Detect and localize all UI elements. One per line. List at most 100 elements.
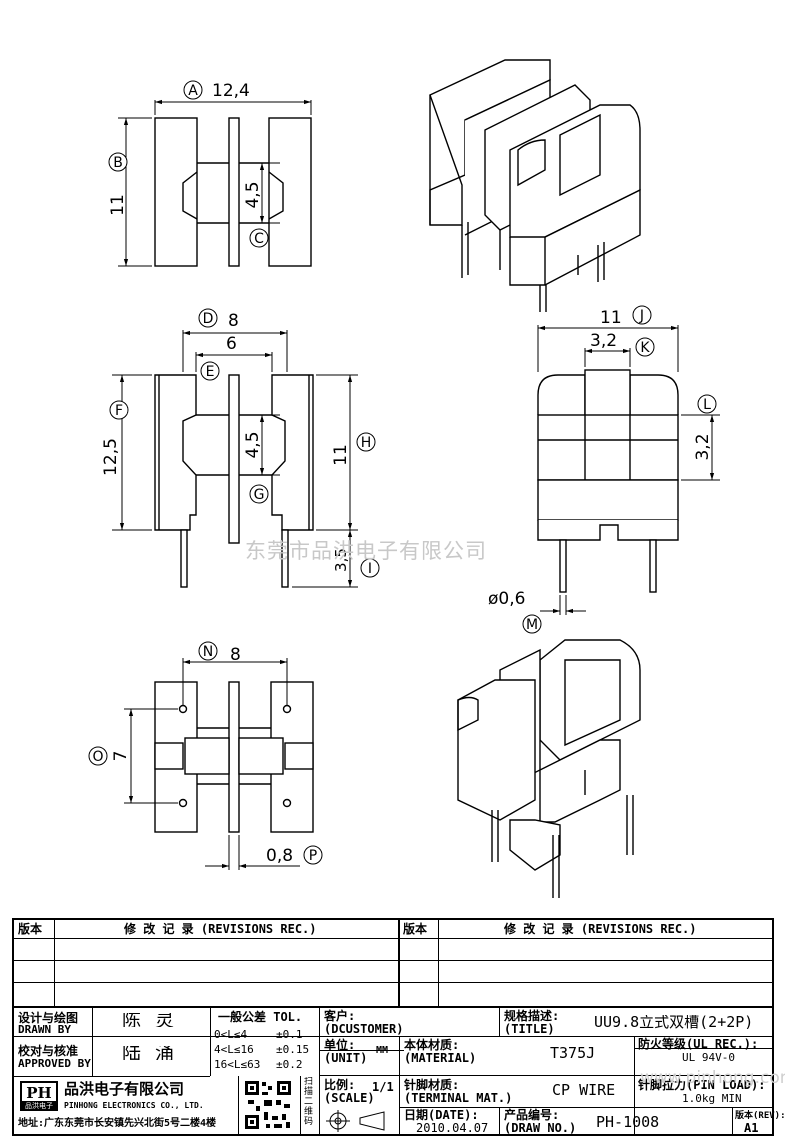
tol-value-2: ±0.15: [276, 1043, 310, 1056]
dim-h-value: 11: [331, 444, 351, 466]
dim-b: B 11: [108, 152, 128, 216]
unit-label-en: (UNIT): [324, 1051, 368, 1065]
scale-label: 比例:: [324, 1078, 356, 1092]
dim-l-value: 3,2: [693, 433, 713, 460]
technical-drawing: A 12,4 B 11 C 4,5 D 8 E 6 F 12,5: [88, 59, 720, 898]
qr-caption: 扫描二维码: [304, 1077, 314, 1127]
designed-label-cn: 设计与绘图: [18, 1011, 79, 1025]
dim-g-value: 4,5: [243, 431, 263, 458]
dim-o-label: O: [92, 749, 103, 765]
approved-label-cn: 校对与核准: [18, 1044, 79, 1058]
scale-value: 1/1: [372, 1080, 394, 1094]
dim-m-value: ø0,6: [488, 589, 525, 609]
dimension-labels: A 12,4 B 11 C 4,5 D 8 E 6 F 12,5: [88, 80, 717, 866]
dim-f-label: F: [115, 403, 123, 419]
drawno-label-en: (DRAW NO.): [504, 1121, 577, 1135]
material-value: T375J: [550, 1046, 596, 1060]
isometric-view-top: [429, 59, 641, 312]
front-view-top-left: [118, 99, 312, 267]
dim-k-value: 3,2: [590, 331, 617, 351]
dim-e-label: E: [206, 364, 215, 380]
watermark-company: 东莞市品洪电子有限公司: [245, 539, 487, 563]
date-label: 日期(DATE):: [404, 1108, 479, 1122]
dim-i-label: I: [368, 561, 372, 577]
approved-by: 陆 涌: [122, 1046, 179, 1060]
dim-e: E 6: [200, 334, 237, 381]
date-value: 2010.04.07: [416, 1121, 489, 1135]
company-name-cn: 品洪电子有限公司: [64, 1080, 185, 1098]
dim-p: P 0,8: [266, 845, 323, 866]
tol-range-2: 4<L≤16: [214, 1043, 254, 1056]
designed-by: 陈 灵: [122, 1013, 179, 1027]
drawno-label: 产品编号:: [504, 1108, 560, 1122]
title-block: 版本 修 改 记 录 (REVISIONS REC.) 版本 修 改 记 录 (…: [12, 918, 785, 1136]
terminal-label-en: (TERMINAL MAT.): [404, 1091, 513, 1105]
revisions-header: 修 改 记 录 (REVISIONS REC.): [124, 922, 317, 936]
dim-a: A 12,4: [183, 80, 250, 101]
terminal-label: 针脚材质:: [404, 1078, 460, 1092]
dim-m: M ø0,6: [488, 589, 542, 634]
tol-value-3: ±0.2: [276, 1058, 303, 1071]
designed-label-en: DRAWN BY: [18, 1023, 71, 1036]
tol-range-1: 0<L≤4: [214, 1028, 248, 1041]
tol-range-3: 16<L≤63: [214, 1058, 261, 1071]
pin-load-label: 针脚拉力(PIN LOAD):: [638, 1078, 766, 1092]
side-view-middle-left: [112, 330, 358, 588]
dim-d: D 8: [198, 308, 239, 331]
dim-f: F 12,5: [101, 400, 129, 476]
dim-o-value: 7: [111, 751, 131, 762]
dim-h: H 11: [331, 432, 376, 466]
dim-l: L 3,2: [693, 394, 717, 461]
dim-b-value: 11: [108, 194, 128, 216]
dim-i: I 3,5: [332, 548, 380, 578]
flame-value: UL 94V-0: [682, 1051, 735, 1064]
dim-c-label: C: [254, 231, 264, 247]
rev-header: 版本: [18, 922, 43, 936]
dim-d-label: D: [203, 311, 214, 327]
flame-label: 防火等级(UL REC.):: [638, 1037, 759, 1051]
dim-e-value: 6: [226, 334, 237, 354]
dim-i-value: 3,5: [332, 548, 350, 572]
dim-p-label: P: [309, 848, 317, 864]
dim-j-value: 11: [600, 308, 622, 328]
revisions-header-2: 修 改 记 录 (REVISIONS REC.): [504, 922, 697, 936]
tol-value-1: ±0.1: [276, 1028, 303, 1041]
dim-k-label: K: [640, 340, 650, 356]
title-label: 规格描述:: [504, 1009, 560, 1023]
dim-a-value: 12,4: [212, 81, 250, 101]
logo-sub: 品洪电子: [22, 1101, 56, 1109]
dim-f-value: 12,5: [101, 438, 121, 476]
pin-load-value: 1.0kg MIN: [682, 1092, 742, 1105]
company-address: 地址:广东东莞市长安镇先兴北街5号二楼4楼: [18, 1118, 217, 1129]
company-name-en: PINHONG ELECTRONICS CO., LTD.: [64, 1101, 204, 1110]
unit-value: MM: [376, 1045, 389, 1056]
dim-g: G 4,5: [243, 431, 269, 504]
dim-m-label: M: [526, 617, 538, 633]
qr-code-icon: [244, 1080, 292, 1130]
customer-label-en: (DCUSTOMER): [324, 1022, 404, 1036]
dim-b-label: B: [113, 155, 123, 171]
company-logo: PH 品洪电子: [20, 1081, 58, 1111]
projection-symbol-icon: [326, 1110, 385, 1132]
dim-n-label: N: [203, 644, 213, 660]
watermark-url: www.pinhong.com.tw: [640, 1068, 785, 1088]
bottom-view-bottom-left: [124, 658, 314, 870]
dim-n: N 8: [198, 641, 241, 665]
scale-label-en: (SCALE): [324, 1091, 375, 1105]
dim-c: C 4,5: [243, 181, 269, 248]
dim-n-value: 8: [230, 645, 241, 665]
dim-j: J 11: [600, 305, 652, 328]
tol-header: 一般公差 TOL.: [218, 1010, 303, 1024]
rev-header-2: 版本: [403, 922, 428, 936]
terminal-value: CP WIRE: [552, 1083, 616, 1097]
customer-label: 客户:: [324, 1009, 356, 1023]
material-label-en: (MATERIAL): [404, 1051, 477, 1065]
unit-label: 单位:: [324, 1038, 356, 1052]
title-label-en: (TITLE): [504, 1022, 555, 1036]
dim-g-label: G: [254, 487, 265, 503]
dim-j-label: J: [639, 308, 644, 324]
dim-k: K 3,2: [590, 331, 655, 357]
isometric-view-bottom: [457, 639, 641, 898]
version-value: A1: [744, 1121, 759, 1135]
material-label: 本体材质:: [404, 1038, 460, 1052]
